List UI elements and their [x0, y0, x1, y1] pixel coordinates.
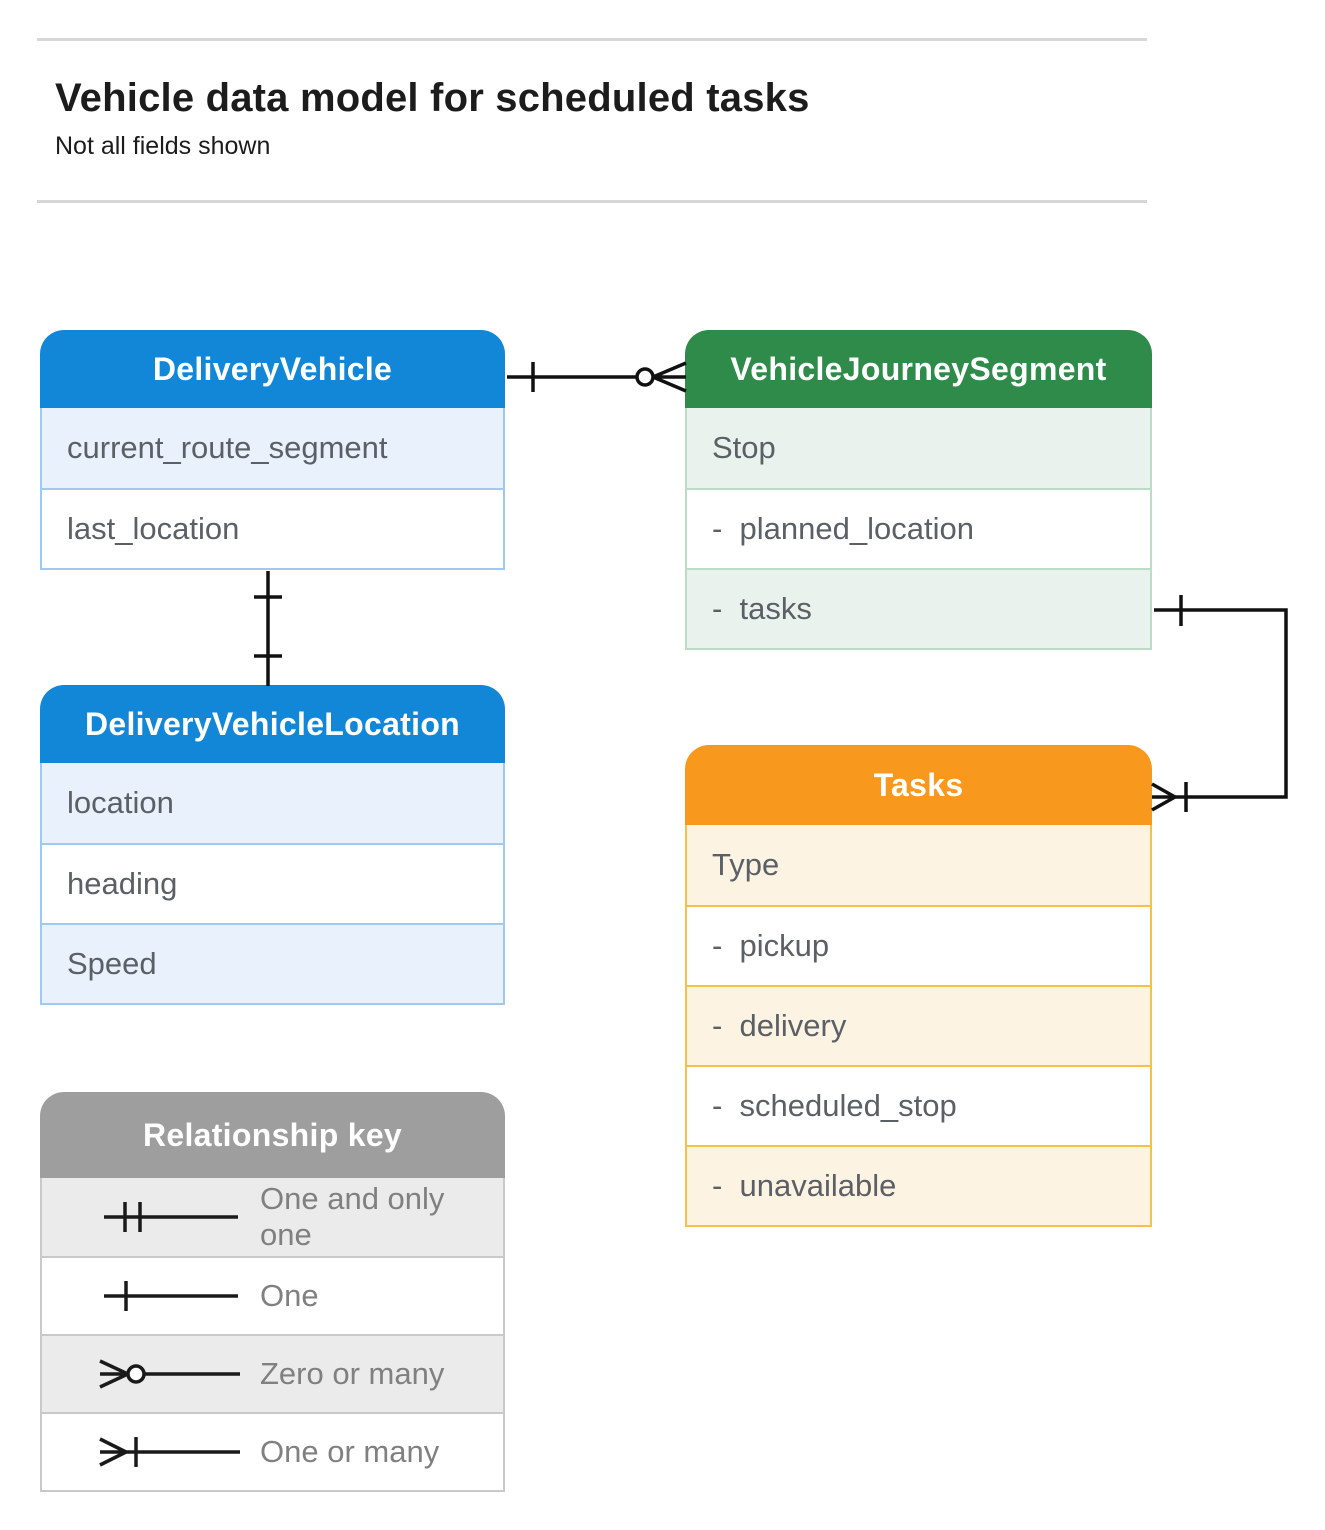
- entity-row: last_location: [42, 488, 503, 568]
- entity-row: - pickup: [687, 905, 1150, 985]
- legend-item-zero-or-many: Zero or many: [42, 1334, 503, 1412]
- legend-item-one-and-only-one: One and only one: [42, 1178, 503, 1256]
- divider-top: [37, 38, 1147, 41]
- one-or-many-icon: [99, 1437, 240, 1467]
- relationship-key-header: Relationship key: [40, 1092, 505, 1178]
- relationship-key-rows: One and only one One Zero or many: [40, 1178, 505, 1492]
- entity-row: - unavailable: [687, 1145, 1150, 1225]
- one-icon: [104, 1281, 238, 1311]
- entity-row: Type: [687, 825, 1150, 905]
- entity-row: - tasks: [687, 568, 1150, 648]
- entity-row: heading: [42, 843, 503, 923]
- legend-label: One and only one: [260, 1181, 445, 1252]
- entity-header-delivery-vehicle: DeliveryVehicle: [40, 330, 505, 408]
- zero-or-many-icon: [99, 1359, 240, 1389]
- entity-row: current_route_segment: [42, 408, 503, 488]
- entity-header-tasks: Tasks: [685, 745, 1152, 825]
- entity-row: Speed: [42, 923, 503, 1003]
- entity-header-vehicle-journey-segment: VehicleJourneySegment: [685, 330, 1152, 408]
- page-subtitle: Not all fields shown: [55, 132, 271, 160]
- legend-label: One or many: [260, 1434, 440, 1469]
- many-crow-foot: [1151, 782, 1176, 812]
- connector-deliveryvehicle-vehiclejourneysegment: [507, 361, 687, 393]
- relationship-key: Relationship key One and only one One: [40, 1092, 505, 1492]
- connector-vehiclejourneysegment-tasks: [1151, 595, 1288, 812]
- entity-row: - delivery: [687, 985, 1150, 1065]
- entity-row: - scheduled_stop: [687, 1065, 1150, 1145]
- entity-row: - planned_location: [687, 488, 1150, 568]
- legend-item-one-or-many: One or many: [42, 1412, 503, 1490]
- zero-circle: [635, 367, 655, 387]
- entity-tasks: Tasks Type- pickup- delivery- scheduled_…: [685, 745, 1152, 1227]
- connector-deliveryvehicle-deliveryvehiclelocation: [254, 571, 282, 686]
- legend-item-one: One: [42, 1256, 503, 1334]
- entity-vehicle-journey-segment: VehicleJourneySegment Stop- planned_loca…: [685, 330, 1152, 650]
- one-and-only-one-icon: [104, 1202, 238, 1232]
- entity-rows-tasks: Type- pickup- delivery- scheduled_stop- …: [685, 825, 1152, 1227]
- many-crow-foot: [652, 361, 687, 393]
- divider-bottom: [37, 200, 1147, 203]
- entity-header-delivery-vehicle-location: DeliveryVehicleLocation: [40, 685, 505, 763]
- entity-rows-vehicle-journey-segment: Stop- planned_location- tasks: [685, 408, 1152, 650]
- legend-label: Zero or many: [260, 1356, 445, 1391]
- page-title: Vehicle data model for scheduled tasks: [55, 76, 810, 120]
- connector-line: [1152, 608, 1288, 799]
- entity-row: Stop: [687, 408, 1150, 488]
- legend-label: One: [260, 1278, 319, 1313]
- entity-row: location: [42, 763, 503, 843]
